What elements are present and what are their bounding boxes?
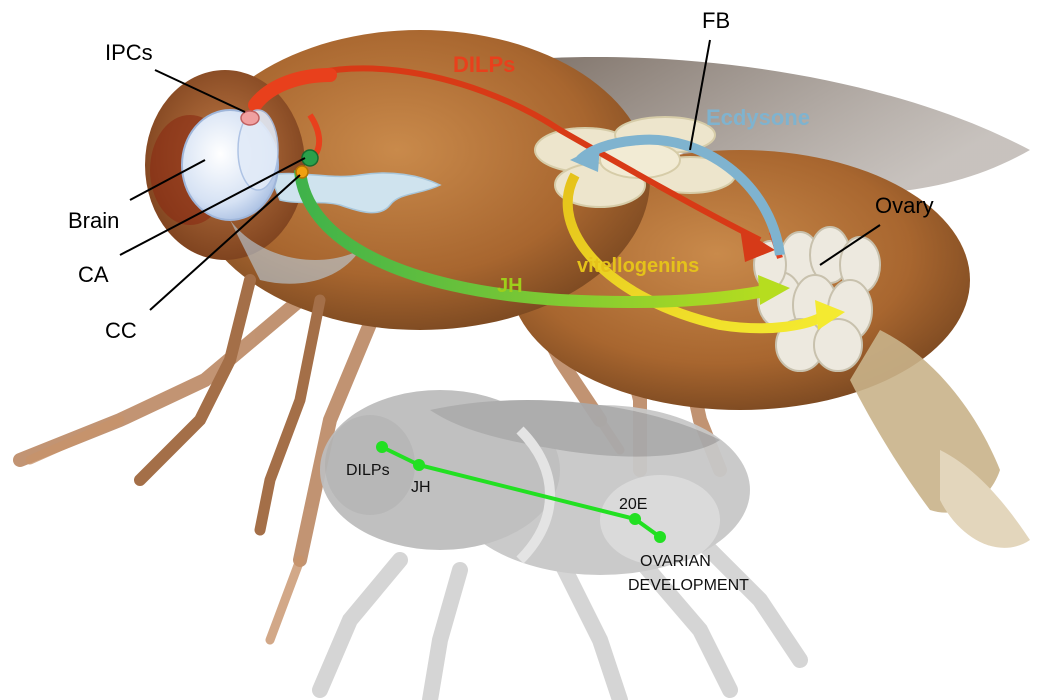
pathway-node-20e	[629, 513, 641, 525]
fly-silhouette	[320, 390, 800, 700]
pathway-label-dilps: DILPs	[346, 462, 390, 479]
label-fb: FB	[702, 8, 730, 33]
label-cc: CC	[105, 318, 137, 343]
pathway-label-jh: JH	[411, 479, 431, 496]
label-ecdysone: Ecdysone	[706, 105, 810, 130]
pathway-label-20e: 20E	[619, 496, 647, 513]
label-jh: JH	[497, 275, 523, 297]
label-vitellogenins: vitellogenins	[577, 255, 699, 277]
pathway-label-development: DEVELOPMENT	[628, 577, 749, 594]
pathway-node-jh	[413, 459, 425, 471]
label-brain: Brain	[68, 208, 119, 233]
pathway-node-dilps	[376, 441, 388, 453]
ipcs-cells	[241, 111, 259, 125]
label-dilps: DILPs	[453, 52, 515, 77]
label-ca: CA	[78, 262, 109, 287]
pathway-node-ovarian	[654, 531, 666, 543]
label-ovary: Ovary	[875, 193, 934, 218]
label-ipcs: IPCs	[105, 40, 153, 65]
pathway-label-ovarian: OVARIAN	[640, 553, 711, 570]
